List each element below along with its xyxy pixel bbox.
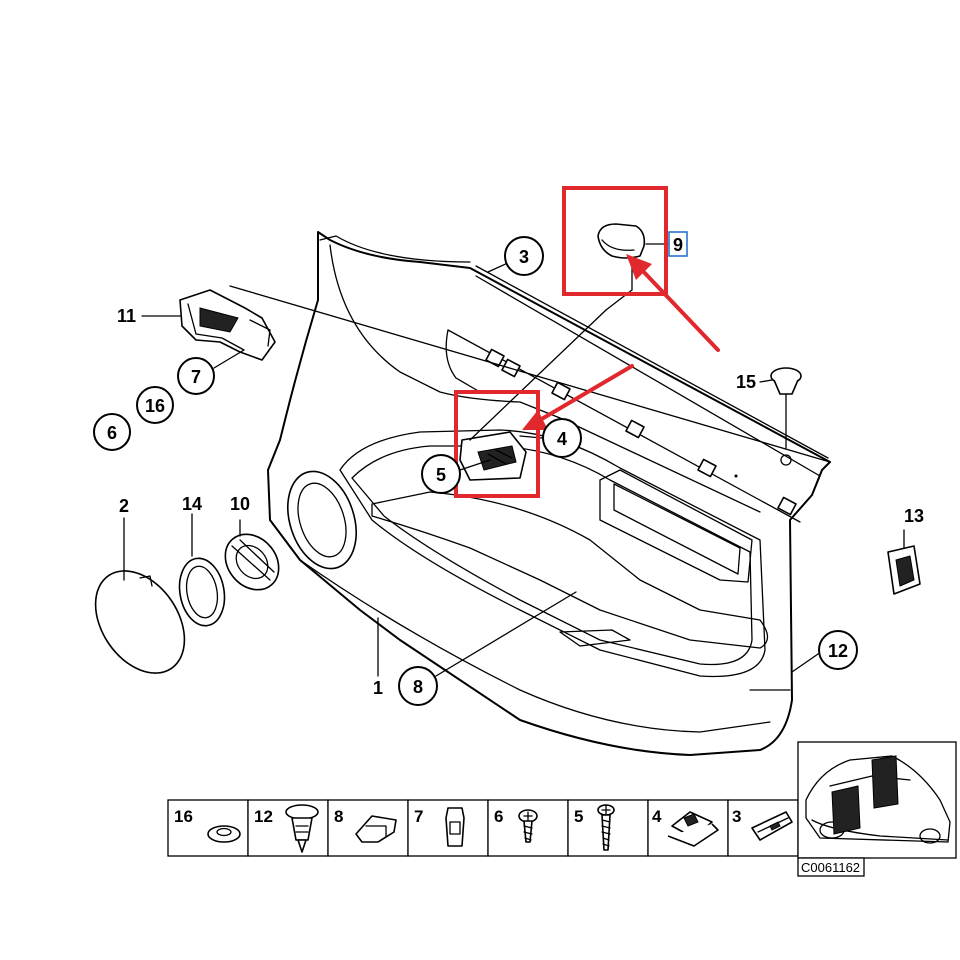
legend-num-7: 7 [414, 807, 423, 826]
speaker [224, 533, 280, 591]
legend-icon-trim-clip [751, 811, 793, 841]
trim-clip [770, 367, 802, 449]
callout-14: 14 [182, 494, 202, 514]
legend-num-12: 12 [254, 807, 273, 826]
highlight-box-grip [562, 186, 668, 296]
legend-icon-rivet [285, 804, 319, 853]
callout-7: 7 [191, 367, 201, 387]
callout-9: 9 [673, 235, 683, 255]
callout-2: 2 [119, 496, 129, 516]
grip-cover-part [597, 223, 646, 259]
callout-5: 5 [436, 465, 446, 485]
callout-13: 13 [904, 506, 924, 526]
legend-icon-clip [355, 815, 397, 843]
selection-box-9 [668, 231, 688, 257]
speaker-cover [94, 570, 186, 674]
callout-8: 8 [413, 677, 423, 697]
callout-10: 10 [230, 494, 250, 514]
legend-num-5: 5 [574, 807, 583, 826]
legend-num-8: 8 [334, 807, 343, 826]
speaker-ring [178, 557, 226, 627]
highlight-annotations [454, 186, 720, 498]
arrow-to-grip [638, 266, 720, 352]
legend-num-6: 6 [494, 807, 503, 826]
door-trim-panel [267, 231, 831, 756]
legend-icon-screw-short [518, 809, 538, 843]
callout-12: 12 [828, 641, 848, 661]
parts-legend: 16 12 8 7 6 5 4 3 [167, 799, 799, 857]
callout-1: 1 [373, 678, 383, 698]
callout-15: 15 [736, 372, 756, 392]
inner-door-handle [179, 285, 831, 463]
highlight-box-switch [454, 390, 540, 498]
arrow-to-switch [538, 364, 634, 422]
diagram-code: C0061162 [801, 860, 860, 875]
callout-4: 4 [557, 429, 567, 449]
legend-num-4: 4 [652, 807, 662, 826]
legend-icon-screw-long [597, 804, 615, 851]
vehicle-locator-thumbnail: C0061162 [797, 741, 957, 877]
callout-11: 11 [117, 306, 136, 326]
legend-icon-connector [445, 807, 465, 847]
legend-icon-clip-nut [667, 811, 719, 847]
callout-3: 3 [519, 247, 529, 267]
legend-icon-washer [207, 825, 241, 843]
callout-16: 16 [145, 396, 165, 416]
legend-num-16: 16 [174, 807, 193, 826]
legend-num-3: 3 [732, 807, 741, 826]
callout-labels: 3 9 11 7 16 6 15 4 5 2 14 10 13 12 1 8 [93, 231, 924, 706]
switch-blank [887, 545, 921, 595]
callout-6: 6 [107, 423, 117, 443]
